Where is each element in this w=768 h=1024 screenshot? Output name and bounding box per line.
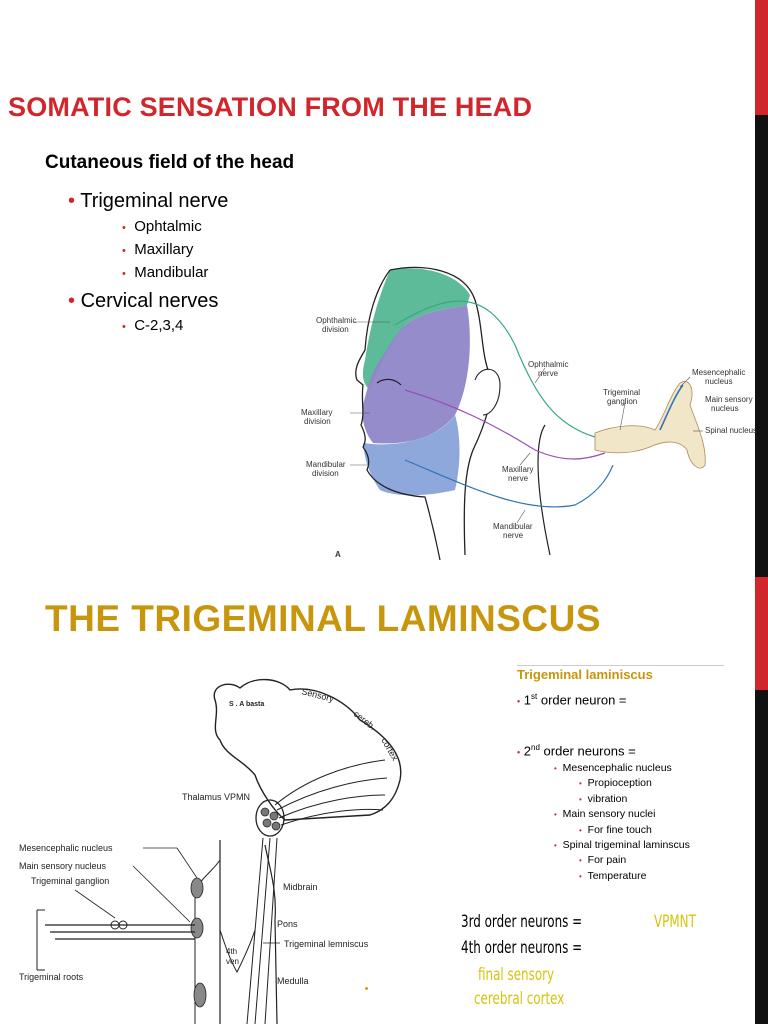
diagram-label-sensory: Sensory: [301, 686, 336, 704]
second-order-neurons: • 2nd order neurons =: [517, 743, 636, 759]
diagram-label-cereb: cereb.: [352, 709, 378, 732]
nucleus-sub-label: Propioception: [587, 777, 652, 789]
second-order-sup: nd: [531, 743, 540, 752]
nucleus-sub-label: Temperature: [587, 870, 647, 882]
diagram-label-trig-lemniscus: Trigeminal lemniscus: [284, 939, 369, 949]
fig-label-mandibular-nerve-2: nerve: [503, 531, 524, 540]
sub-bullet-label: Maxillary: [134, 241, 194, 258]
sub-bullet-mandibular: • Mandibular: [122, 264, 209, 281]
fig-label-mandibular-division: Mandibular: [306, 460, 346, 469]
fig-label-spinal-nucleus: Spinal nucleus: [705, 426, 757, 435]
panel-top-rule: [517, 665, 724, 666]
first-order-sup: st: [531, 692, 538, 701]
diagram-label-mesencephalic: Mesencephalic nucleus: [19, 843, 113, 853]
sub-bullet-label: C-2,3,4: [134, 317, 184, 334]
diagram-label-pons: Pons: [277, 919, 298, 929]
sub-bullet-c234: • C-2,3,4: [122, 317, 184, 334]
trigeminal-ganglion-brainstem: [594, 381, 706, 469]
sub-bullet-maxillary: • Maxillary: [122, 241, 194, 258]
fig-label-maxillary-division: Maxillary: [301, 408, 333, 417]
bullet-trigeminal-nerve: • Trigeminal nerve: [68, 190, 228, 213]
nucleus-sub-vibration: • vibration: [579, 793, 628, 805]
fig-label-maxillary-nerve-2: nerve: [508, 474, 529, 483]
nucleus-mesencephalic: • Mesencephalic nucleus: [554, 762, 672, 774]
fig-label-main-sensory-nucleus-2: nucleus: [711, 404, 739, 413]
fig-label-maxillary-nerve: Maxillary: [502, 465, 534, 474]
diagram-label-trig-roots: Trigeminal roots: [19, 972, 84, 982]
note-final-sensory: final sensory: [478, 965, 555, 985]
sub-bullet-label: Ophtalmic: [134, 218, 202, 235]
fig-label-trigeminal-ganglion: Trigeminal: [603, 388, 640, 397]
diagram-label-midbrain: Midbrain: [283, 882, 318, 892]
diagram-label-sa-basta: S . A basta: [229, 701, 264, 708]
diagram-label-main-sensory: Main sensory nucleus: [19, 861, 107, 871]
edge-band-black-bottom: [755, 690, 768, 1024]
bullet-cervical-nerves: • Cervical nerves: [68, 290, 218, 313]
nucleus-sub-pain: • For pain: [579, 854, 627, 866]
edge-band-black-top: [755, 115, 768, 577]
fig-label-mesencephalic-nucleus: Mesencephalic: [692, 368, 745, 377]
fig-label-ophthalmic-nerve: Ophthalmic: [528, 360, 568, 369]
ophthalmic-nerve-path: [394, 300, 596, 438]
slide2-title: THE TRIGEMINAL LAMINSCUS: [45, 598, 602, 639]
nucleus-spinal: • Spinal trigeminal laminscus: [554, 839, 690, 851]
edge-band-red-bottom: [755, 577, 768, 690]
nucleus-sub-fine-touch: • For fine touch: [579, 824, 652, 836]
first-order-rest: order neuron =: [537, 692, 627, 708]
fig-label-mesencephalic-nucleus-2: nucleus: [705, 377, 733, 386]
trigeminal-lemniscus-diagram: S . A basta Sensory cereb. cortex Thalam…: [19, 678, 402, 1024]
maxillary-nerve-path: [404, 389, 606, 460]
fig-label-mandibular-division-2: division: [312, 469, 339, 478]
bullet-dot: •: [68, 190, 76, 212]
nucleus-sub-label: For fine touch: [587, 824, 652, 836]
edge-band-red-top: [755, 0, 768, 115]
nucleus-main-sensory: • Main sensory nuclei: [554, 808, 656, 820]
diagram-label-trig-ganglion: Trigeminal ganglion: [31, 876, 109, 886]
slide1-title: SOMATIC SENSATION FROM THE HEAD: [8, 92, 533, 122]
fig-panel-letter: A: [335, 550, 341, 559]
fig-label-ophthalmic-nerve-2: nerve: [538, 369, 559, 378]
note-vpmnt: VPMNT: [654, 912, 696, 932]
note-fourth-order: 4th order neurons =: [461, 938, 583, 958]
fig-label-maxillary-division-2: division: [304, 417, 331, 426]
fig-label-main-sensory-nucleus: Main sensory: [705, 395, 753, 404]
bullet-label: Trigeminal nerve: [80, 190, 229, 212]
first-order-prefix: 1: [523, 692, 532, 708]
head-dermatome-figure: Ophthalmic division Maxillary division M…: [301, 266, 757, 561]
diagram-label-medulla: Medulla: [277, 976, 309, 986]
diagram-label-cortex: cortex: [379, 736, 400, 763]
diagram-label-ven: ven: [226, 957, 239, 966]
panel-title: Trigeminal laminiscus: [517, 667, 653, 682]
nucleus-sub-label: For pain: [587, 854, 627, 866]
fig-label-trigeminal-ganglion-2: ganglion: [607, 397, 637, 406]
note-cerebral-cortex: cerebral cortex: [474, 989, 565, 1009]
stray-dot: [365, 987, 368, 990]
bullet-label: Cervical nerves: [80, 290, 219, 312]
nucleus-sub-temperature: • Temperature: [579, 870, 647, 882]
nucleus-label: Spinal trigeminal laminscus: [562, 839, 690, 851]
note-third-order: 3rd order neurons =: [461, 912, 583, 932]
slide1-subheading: Cutaneous field of the head: [45, 152, 295, 173]
sub-bullet-ophtalmic: • Ophtalmic: [122, 218, 202, 235]
fig-label-ophthalmic-division: Ophthalmic: [316, 316, 356, 325]
mandibular-nerve-path: [404, 459, 614, 508]
fig-label-ophthalmic-division-2: division: [322, 325, 349, 334]
maxillary-zone: [362, 305, 470, 444]
bullet-dot: •: [68, 290, 76, 312]
nucleus-sub-propioception: • Propioception: [579, 777, 652, 789]
second-order-rest: order neurons =: [539, 743, 636, 759]
mandibular-zone: [363, 415, 460, 496]
ophthalmic-zone: [362, 268, 470, 390]
second-order-prefix: 2: [523, 743, 532, 759]
fig-label-mandibular-nerve: Mandibular: [493, 522, 533, 531]
diagram-label-thalamus: Thalamus VPMN: [182, 792, 250, 802]
nucleus-sub-label: vibration: [587, 793, 628, 805]
nucleus-label: Main sensory nuclei: [562, 808, 656, 820]
sub-bullet-label: Mandibular: [134, 264, 209, 281]
first-order-neuron: • 1st order neuron =: [517, 692, 627, 708]
diagram-label-4th: 4th: [226, 947, 237, 956]
nucleus-label: Mesencephalic nucleus: [562, 762, 672, 774]
